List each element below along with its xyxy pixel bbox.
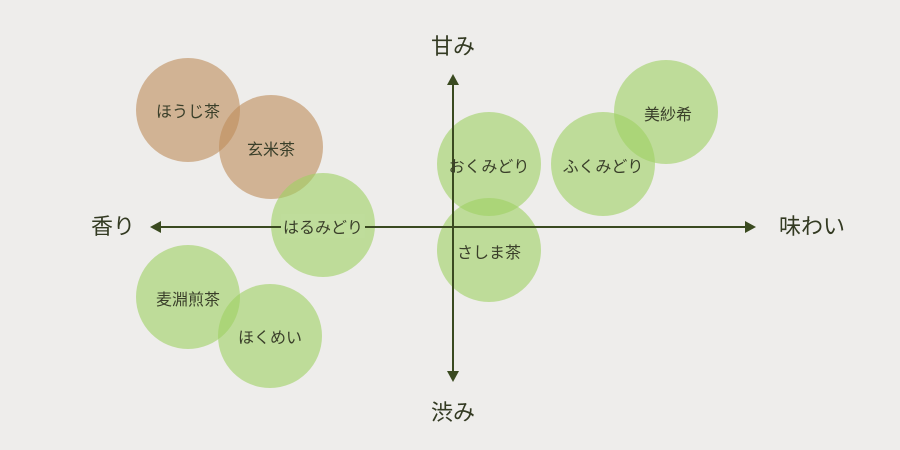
axis-label-sweetness: 甘み: [430, 35, 476, 60]
tea-label: 美紗希: [643, 105, 693, 124]
arrow-right-icon: [745, 221, 756, 233]
arrow-down-icon: [447, 371, 459, 382]
axis-label-flavor: 味わい: [778, 215, 846, 240]
tea-label: 麦淵煎茶: [155, 290, 221, 309]
tea-label: ほくめい: [237, 328, 303, 347]
tea-label: ほうじ茶: [155, 102, 221, 121]
tea-label: 玄米茶: [246, 140, 296, 159]
arrow-up-icon: [447, 74, 459, 85]
tea-circle-misaki: [614, 60, 718, 164]
arrow-left-icon: [150, 221, 161, 233]
tea-label: ふくみどり: [562, 157, 644, 176]
tea-circle-hokumei: [218, 284, 322, 388]
tea-label: さしま茶: [456, 243, 522, 262]
tea-label: おくみどり: [448, 157, 530, 176]
axis-label-aroma: 香り: [90, 215, 136, 240]
tea-circle-sashimacha: [437, 198, 541, 302]
axis-label-astringency: 渋み: [430, 401, 476, 426]
tea-label: はるみどり: [280, 214, 366, 238]
